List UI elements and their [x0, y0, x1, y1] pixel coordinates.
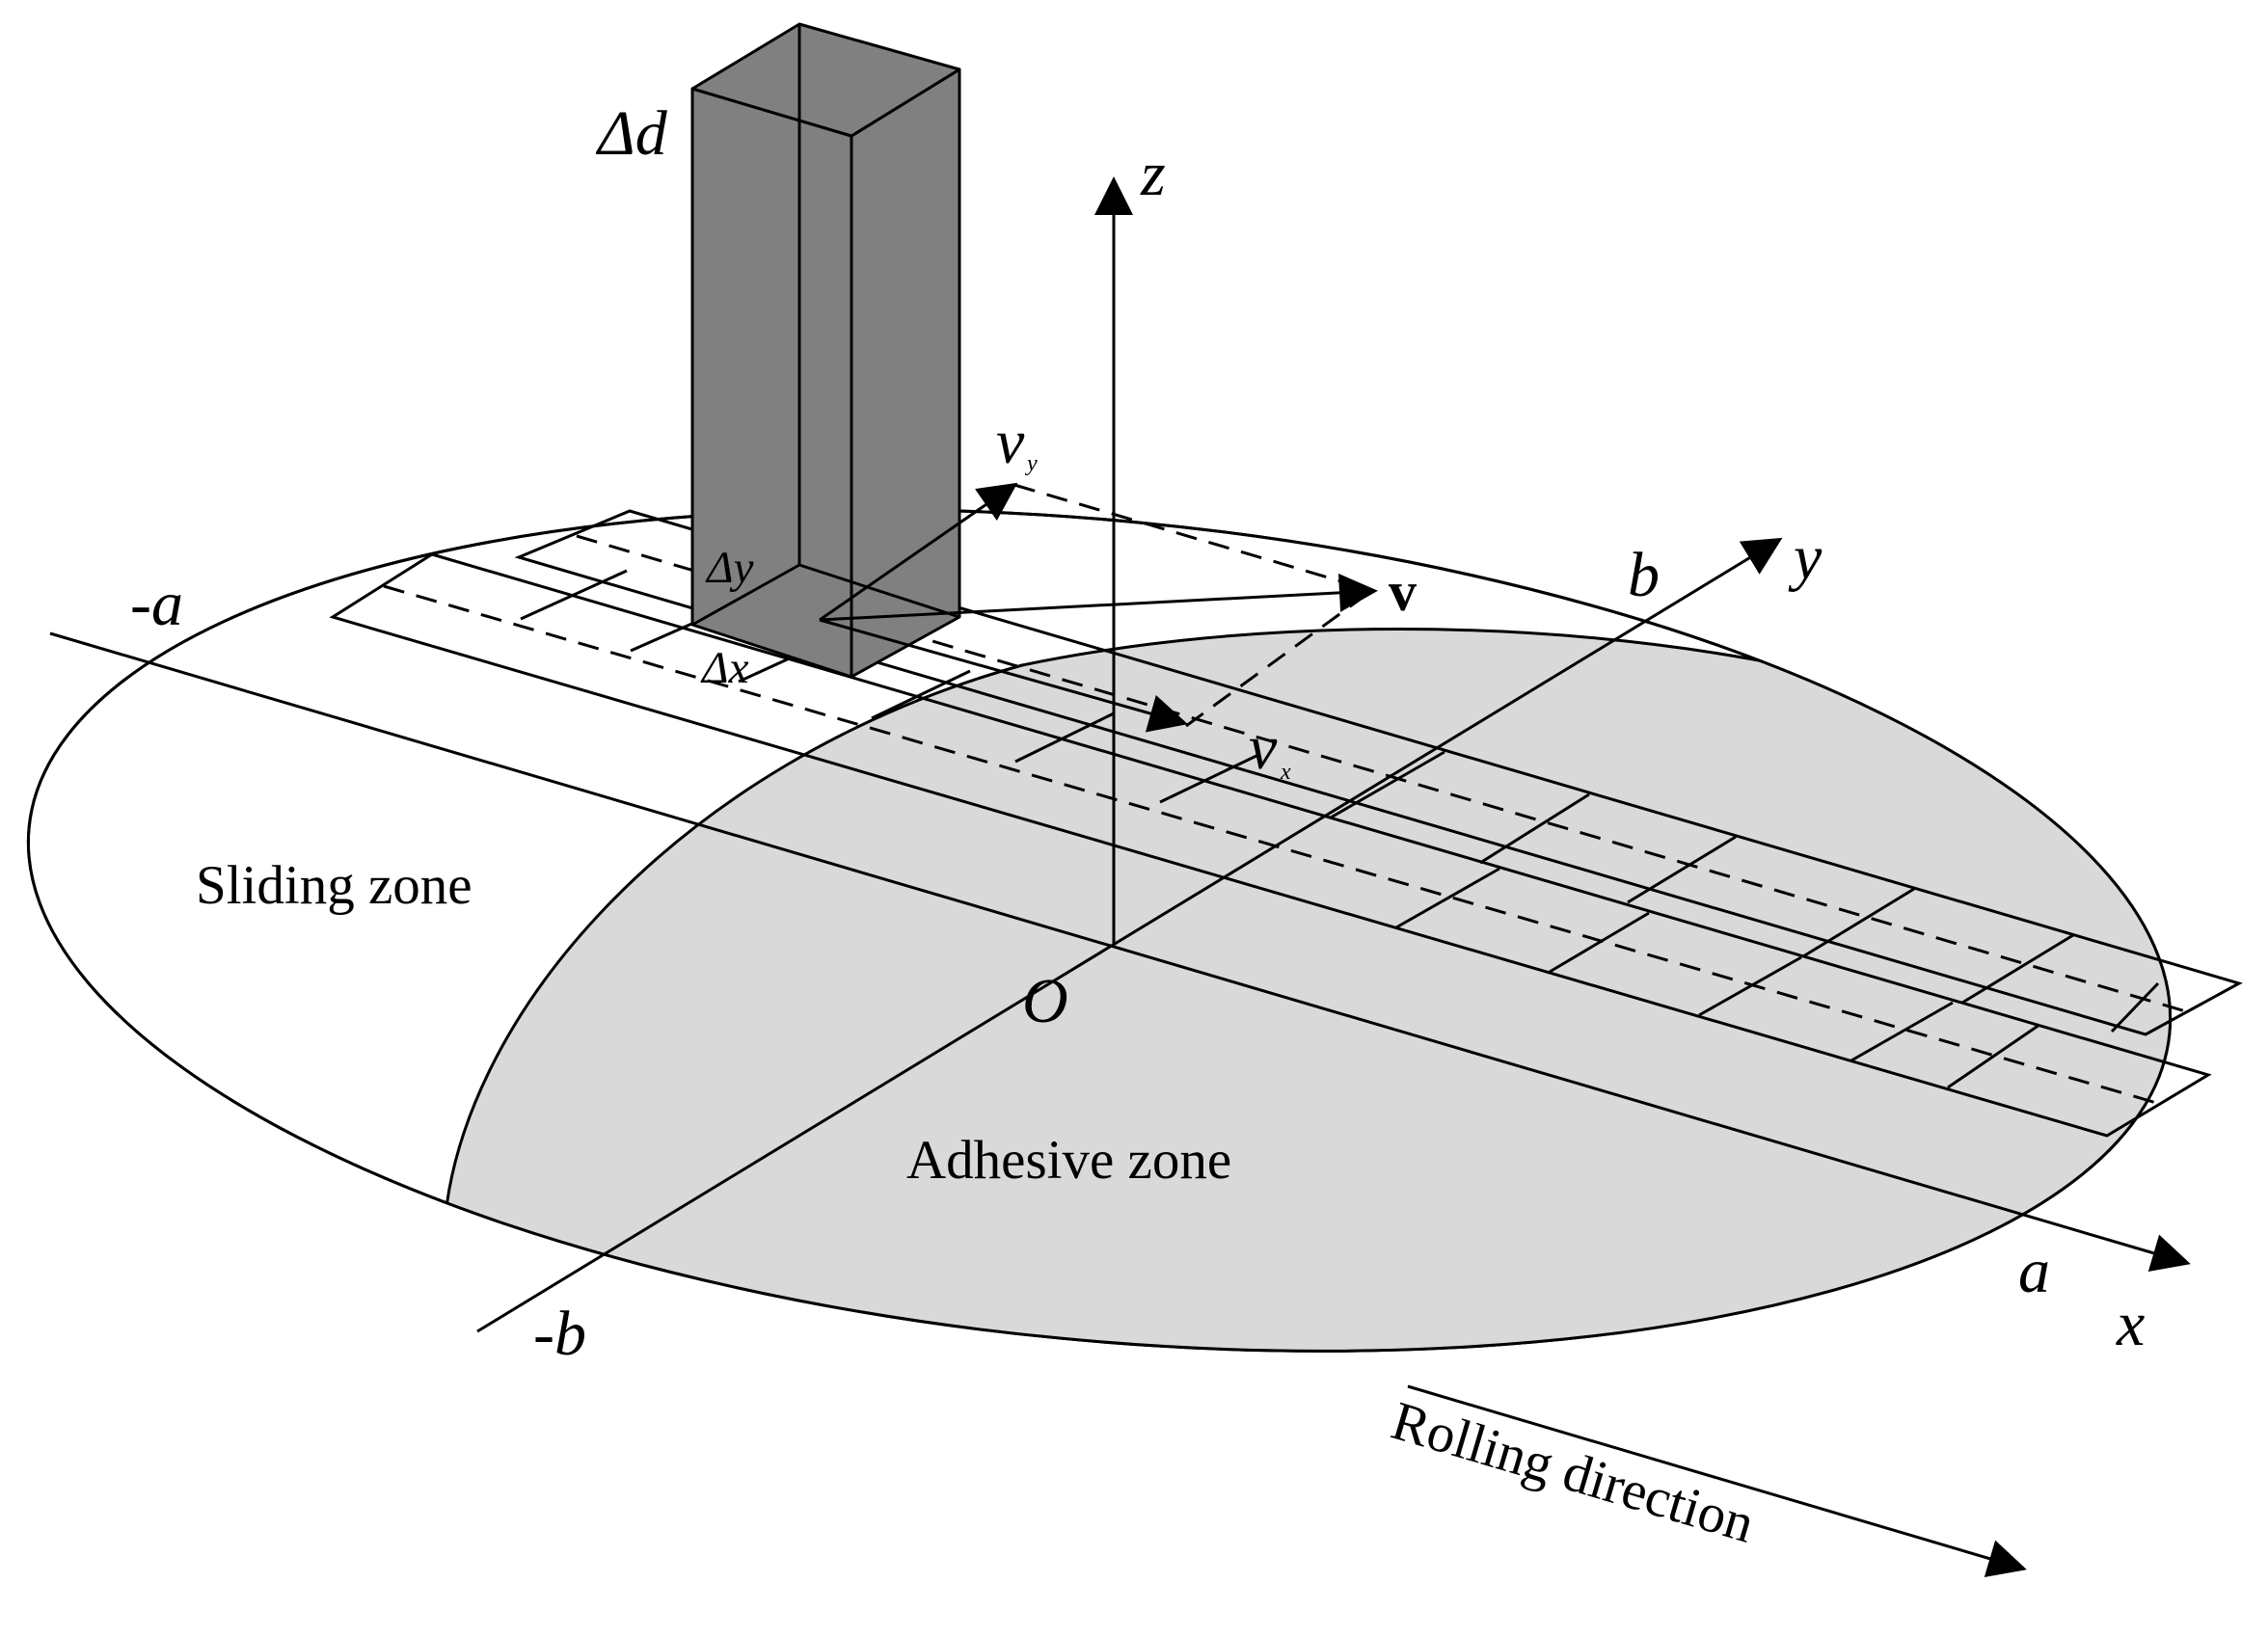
- vx-subscript: x: [1280, 760, 1291, 785]
- vx-arrow: [819, 618, 1188, 733]
- rolling-direction-label: Rolling direction: [1385, 1390, 1761, 1555]
- slip-boundary-curve: [442, 628, 1785, 1240]
- neg-b-label: -b: [533, 1299, 586, 1369]
- vy-arrow: [819, 482, 1018, 622]
- vx-label: v: [1249, 712, 1278, 783]
- v-vector-label: v: [1389, 560, 1417, 623]
- vx-projection-dashed: [1185, 592, 1368, 728]
- neg-a-label: -a: [130, 569, 183, 639]
- strip-outline-back: [514, 509, 2243, 1036]
- vy-projection-dashed: [1013, 483, 1368, 591]
- sliding-zone-label: Sliding zone: [196, 855, 472, 916]
- a-label: a: [2018, 1236, 2050, 1306]
- velocity-vectors: [819, 482, 1378, 733]
- y-axis-label: y: [1788, 523, 1822, 593]
- b-label: b: [1628, 540, 1660, 610]
- delta-y-label: Δy: [705, 543, 754, 593]
- adhesive-zone-label: Adhesive zone: [906, 1130, 1231, 1191]
- v-resultant-arrow: [819, 573, 1378, 622]
- adhesive-zone-region: [386, 629, 2209, 1441]
- delta-d-label: Δd: [595, 98, 668, 169]
- vy-subscript: y: [1025, 451, 1038, 476]
- vy-label: v: [996, 407, 1025, 477]
- strip-centerline-front: [383, 584, 2161, 1106]
- delta-x-label: Δx: [700, 643, 749, 693]
- rolling-direction-arrow: [1407, 1384, 2027, 1577]
- y-axis: [476, 537, 1783, 1333]
- origin-label: O: [1022, 966, 1068, 1036]
- column-element: [690, 22, 961, 679]
- z-axis-label: z: [1140, 139, 1166, 209]
- x-axis: [49, 631, 2191, 1273]
- strip-outline-front: [329, 552, 2212, 1138]
- x-axis-label: x: [2116, 1289, 2145, 1359]
